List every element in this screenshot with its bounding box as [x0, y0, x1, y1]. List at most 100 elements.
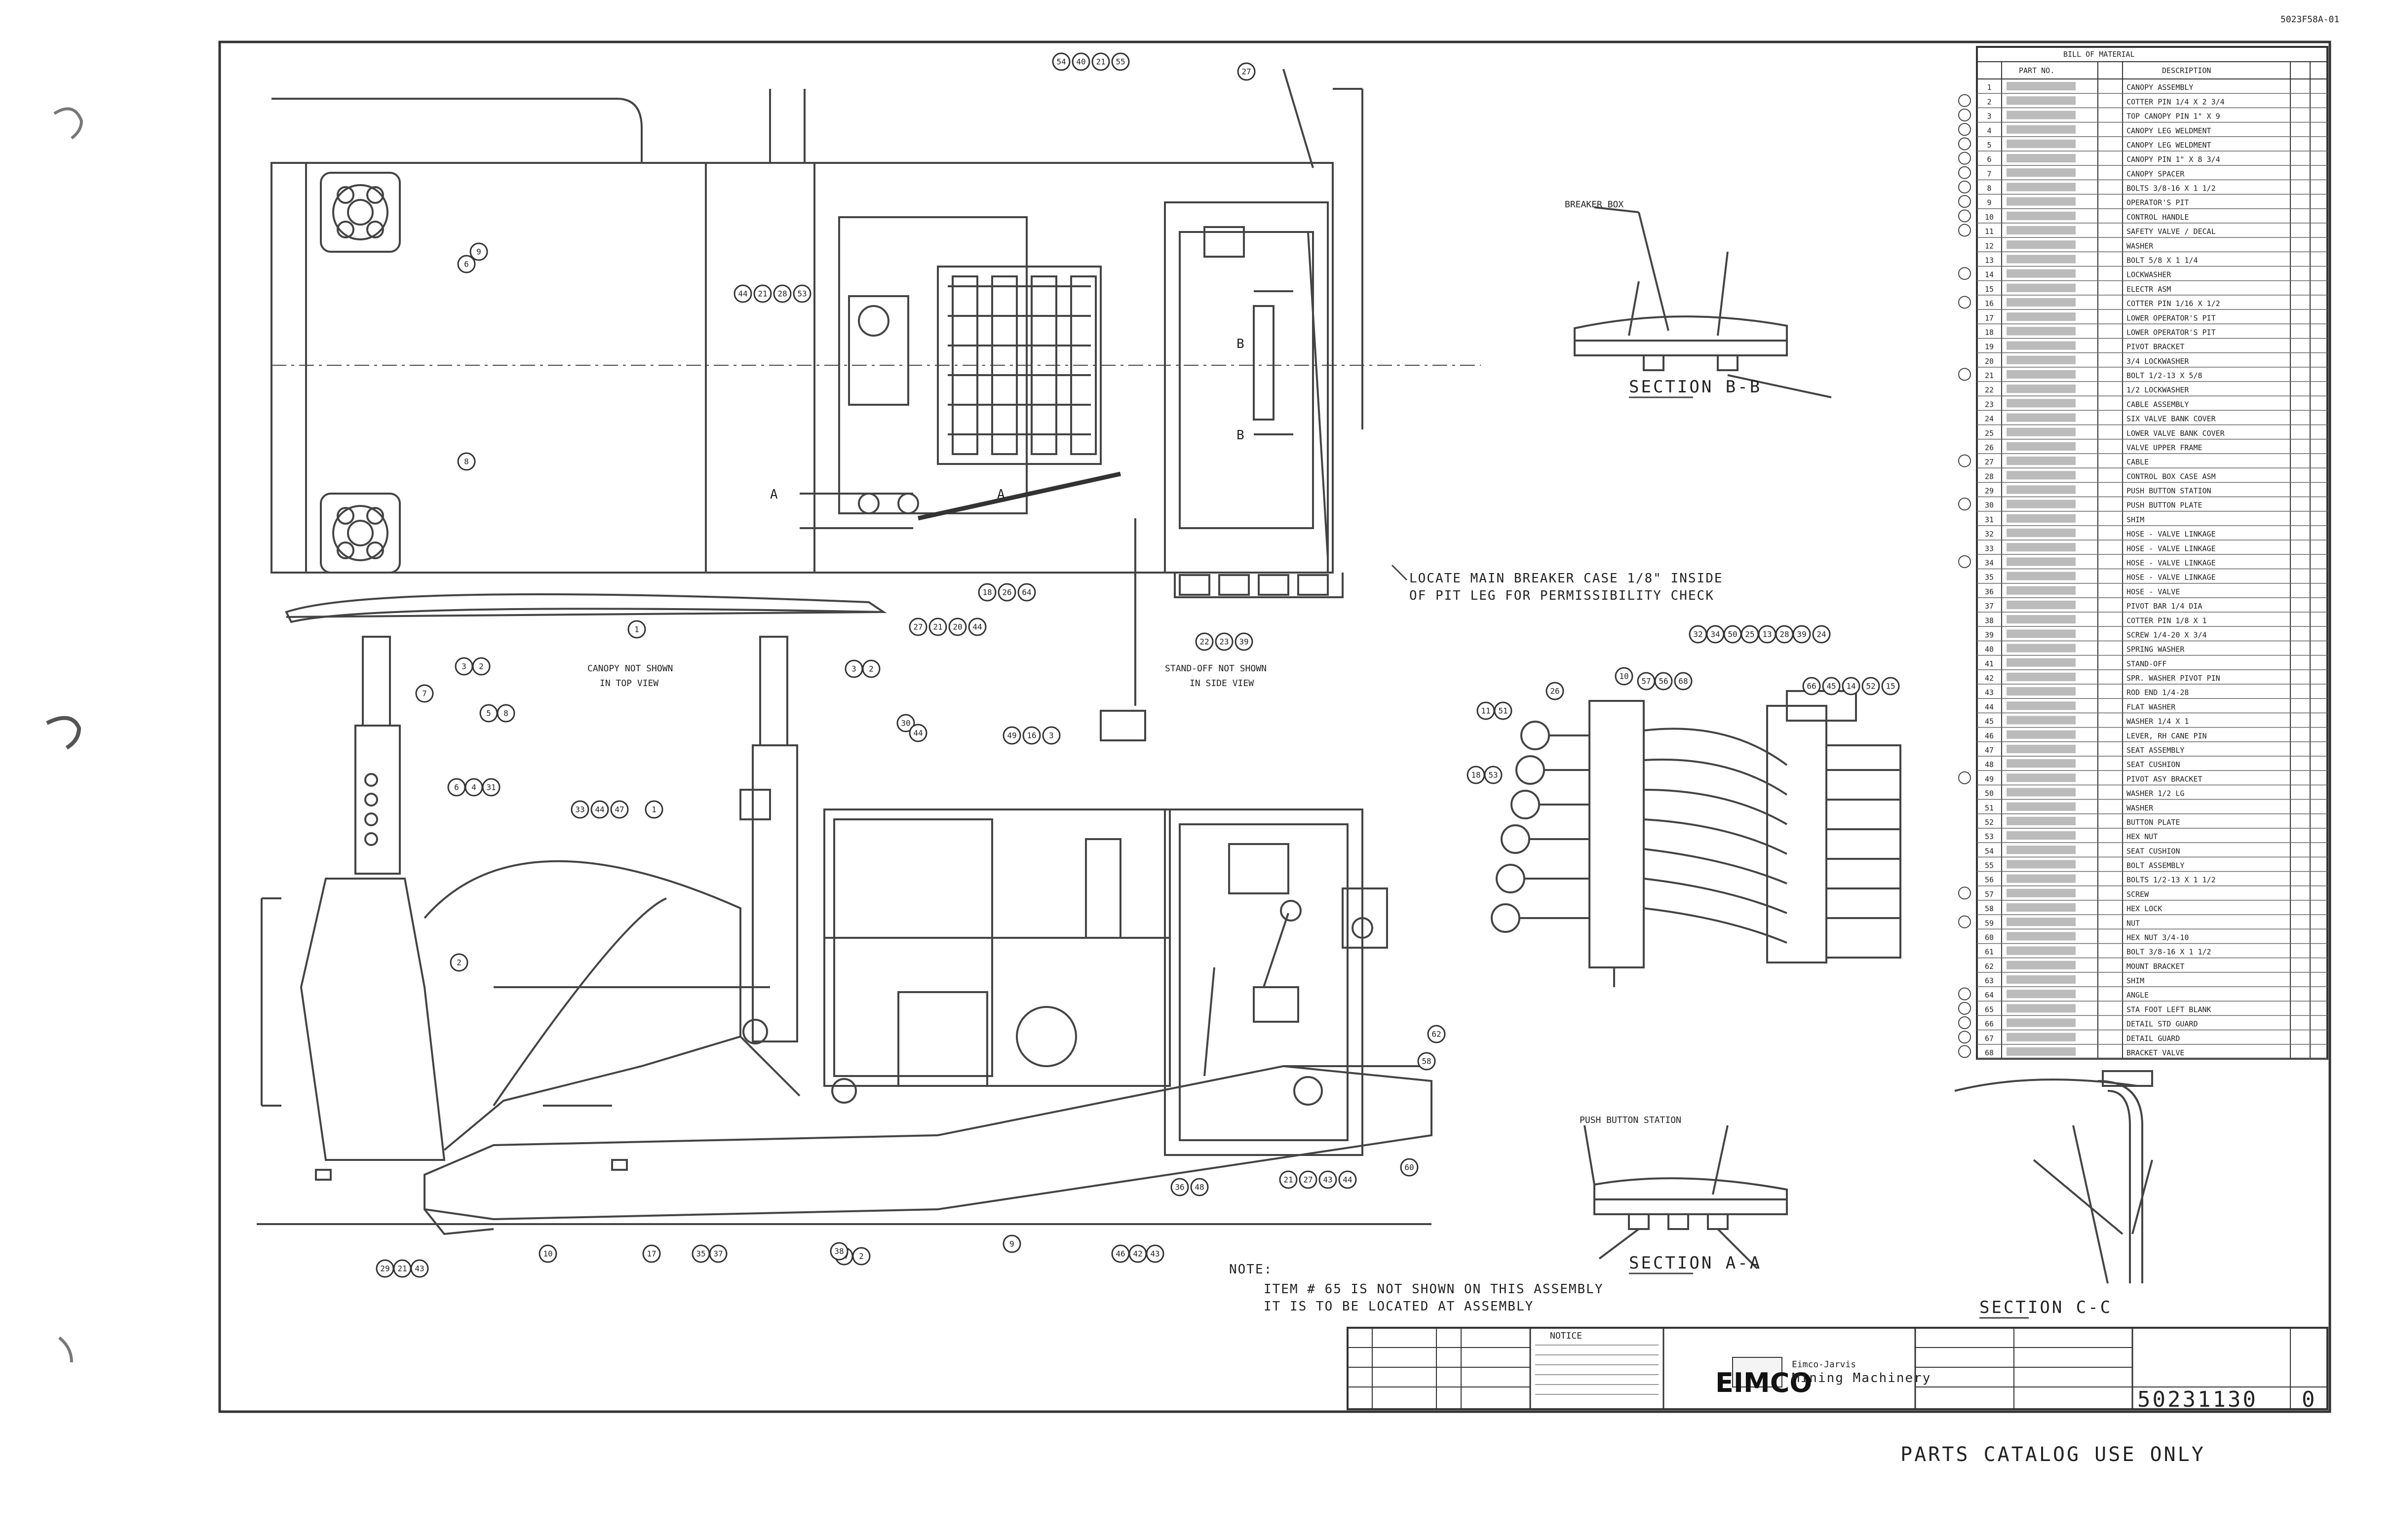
bom-item-number: 32	[1985, 530, 1994, 539]
bom-part-number-redacted	[2007, 211, 2076, 220]
callout-number: 51	[1498, 706, 1507, 716]
bom-part-number-redacted	[2007, 240, 2076, 249]
section-marker-a: A	[997, 487, 1006, 502]
callout-bubble: 6	[457, 255, 476, 273]
bom-item-number: 62	[1985, 962, 1994, 971]
bom-item-number: 65	[1985, 1005, 1994, 1014]
section-marker-a: A	[770, 487, 779, 502]
callout-bubble: 4	[464, 778, 483, 797]
callout-number: 2	[457, 958, 462, 967]
callout-number: 46	[1116, 1249, 1125, 1259]
punch-mark	[53, 107, 83, 140]
callout-bubble: 25	[1740, 625, 1759, 644]
bom-callout-bubble	[1958, 498, 1971, 511]
valve-bank-detail	[1491, 690, 1901, 987]
callout-number: 24	[1816, 630, 1826, 639]
callout-bubble: 44	[968, 617, 987, 636]
callout-number: 9	[1009, 1239, 1014, 1249]
callout-bubble: 68	[1674, 672, 1693, 691]
callout-number: 26	[1550, 687, 1559, 696]
bom-callout-bubble	[1958, 267, 1971, 280]
bom-item-description: HOSE - VALVE LINKAGE	[2126, 559, 2216, 568]
callout-number: 10	[543, 1249, 552, 1259]
bom-callout-bubble	[1958, 296, 1971, 309]
callout-bubble: 1	[627, 620, 646, 639]
bom-item-description: PIVOT BAR 1/4 DIA	[2126, 602, 2202, 611]
section-aa-title: SECTION A-A	[1629, 1253, 1762, 1273]
callout-bubble: 33	[571, 800, 589, 819]
bom-part-number-redacted	[2007, 341, 2076, 350]
callout-number: 1	[634, 625, 639, 634]
punch-mark	[58, 1336, 73, 1363]
callout-bubble: 62	[1427, 1025, 1446, 1043]
callout-bubble: 9	[1003, 1234, 1021, 1253]
callout-number: 66	[1807, 682, 1816, 691]
bom-item-number: 24	[1985, 415, 1994, 424]
callout-number: 3	[462, 662, 466, 671]
callout-bubble: 44	[909, 724, 927, 742]
bom-item-description: LOCKWASHER	[2126, 270, 2171, 279]
bom-item-description: NUT	[2126, 919, 2140, 927]
callout-number: 26	[1002, 588, 1011, 597]
callout-number: 21	[397, 1264, 407, 1273]
bom-item-description: BOLT 3/8-16 X 1 1/2	[2126, 948, 2211, 957]
bom-item-description: CANOPY ASSEMBLY	[2126, 83, 2193, 92]
punch-mark	[46, 716, 81, 750]
callout-number: 3	[851, 664, 856, 674]
bom-part-number-redacted	[2007, 355, 2076, 364]
callout-number: 42	[1133, 1249, 1142, 1259]
bom-item-number: 6	[1987, 155, 1991, 164]
bom-item-number: 54	[1985, 847, 1994, 855]
callout-number: 45	[1826, 682, 1836, 691]
callout-number: 33	[575, 805, 584, 814]
callout-number: 31	[486, 783, 496, 792]
callout-bubble: 39	[1792, 625, 1811, 644]
division-name: Mining Machinery	[1792, 1371, 1931, 1386]
callout-number: 18	[982, 588, 992, 597]
bom-item-description: BOLTS 3/8-16 X 1 1/2	[2126, 184, 2216, 193]
drawing-number: 50231130	[2137, 1387, 2258, 1412]
bom-col-part: PART NO.	[2019, 66, 2054, 75]
bom-item-number: 28	[1985, 472, 1994, 481]
callout-bubble: 18	[1467, 766, 1485, 784]
section-cc-title: SECTION C-C	[1979, 1298, 2112, 1317]
callout-bubble: 27	[909, 617, 927, 636]
bom-item-description: PIVOT ASY BRACKET	[2126, 774, 2202, 783]
bom-part-number-redacted	[2007, 125, 2076, 134]
bom-part-number-redacted	[2007, 96, 2076, 105]
callout-number: 68	[1678, 677, 1688, 686]
callout-number: 21	[1096, 57, 1105, 67]
callout-bubble: 28	[773, 284, 792, 303]
bom-callout-bubble	[1958, 180, 1971, 193]
bom-callout-bubble	[1958, 123, 1971, 136]
bom-item-number: 48	[1985, 760, 1994, 769]
callout-number: 15	[1886, 682, 1895, 691]
callout-bubble: 3	[845, 659, 863, 678]
bom-item-description: MOUNT BRACKET	[2126, 962, 2184, 971]
bom-item-number: 50	[1985, 789, 1994, 798]
bom-item-description: LEVER, RH CANE PIN	[2126, 732, 2207, 740]
bom-item-description: ELECTR ASM	[2126, 285, 2171, 294]
callout-bubble: 51	[1494, 701, 1512, 720]
bom-item-description: STAND-OFF	[2126, 659, 2166, 668]
bom-item-number: 41	[1985, 659, 1994, 668]
bom-callout-bubble	[1958, 1045, 1971, 1058]
notice-label: NOTICE	[1550, 1331, 1582, 1341]
standoff-note: STAND-OFF NOT SHOWN	[1165, 663, 1267, 674]
bom-item-number: 57	[1985, 890, 1994, 899]
bom-callout-bubble	[1958, 886, 1971, 900]
bom-part-number-redacted	[2007, 773, 2076, 782]
callout-bubble: 13	[1758, 625, 1777, 644]
bom-item-description: LOWER VALVE BANK COVER	[2126, 429, 2225, 438]
callout-number: 34	[1710, 630, 1720, 639]
bom-item-description: WASHER	[2126, 804, 2154, 812]
bom-part-number-redacted	[2007, 255, 2076, 264]
callout-number: 50	[1728, 630, 1737, 639]
callout-bubble: 29	[376, 1259, 394, 1278]
bom-callout-bubble	[1958, 454, 1971, 467]
bom-item-number: 35	[1985, 573, 1994, 582]
bom-part-number-redacted	[2007, 183, 2076, 192]
callout-number: 32	[1693, 630, 1702, 639]
bom-item-number: 1	[1987, 83, 1991, 92]
